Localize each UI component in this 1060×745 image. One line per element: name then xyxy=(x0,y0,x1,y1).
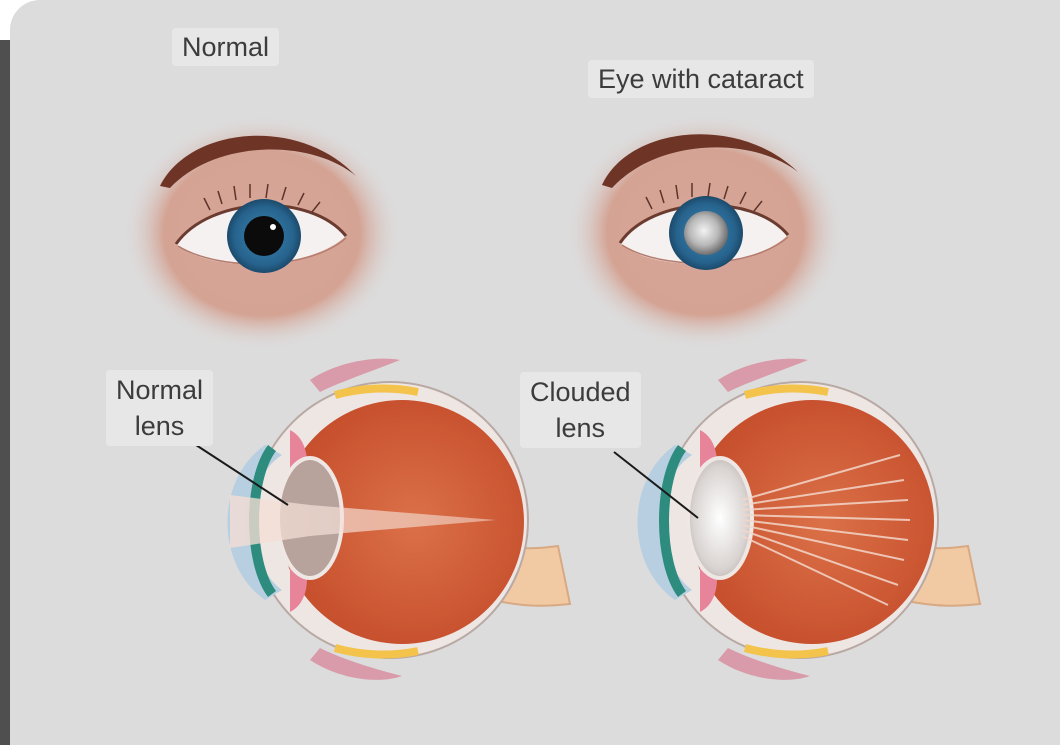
normal-label: Normal xyxy=(172,28,280,66)
clouded-lens-label: Clouded lens xyxy=(520,372,641,448)
cataract-eye-section xyxy=(613,358,982,680)
eye-illustrations xyxy=(122,114,982,680)
normal-lens-label-line2: lens xyxy=(134,411,185,441)
cataract-label-text: Eye with cataract xyxy=(598,64,804,94)
clouded-lens-label-line2: lens xyxy=(555,413,606,443)
normal-label-text: Normal xyxy=(182,32,270,62)
diagram-panel: Normal Eye with cataract Normal lens Clo… xyxy=(10,0,1060,745)
clouded-lens-label-line1: Clouded xyxy=(530,377,631,407)
normal-eye-front xyxy=(122,115,402,351)
cataract-label: Eye with cataract xyxy=(588,60,814,98)
cataract-eye-front xyxy=(565,114,845,350)
normal-eye-section xyxy=(195,358,572,680)
normal-lens-label: Normal lens xyxy=(106,370,214,446)
left-edge-strip xyxy=(0,0,12,745)
normal-lens-label-line1: Normal xyxy=(116,375,204,405)
